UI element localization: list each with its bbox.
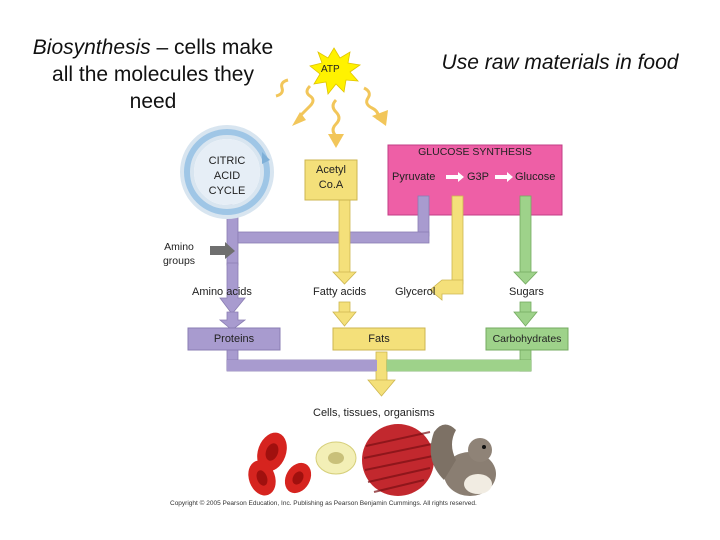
title-biosynthesis-rest: – cells make all the molecules they need bbox=[52, 36, 274, 113]
squirrel-icon bbox=[430, 424, 496, 496]
title-biosynthesis: Biosynthesis – cells make all the molecu… bbox=[28, 34, 278, 115]
acetyl-coa-label: Acetyl Co.A bbox=[305, 163, 357, 193]
cycle-line-2: ACID bbox=[213, 170, 241, 182]
amino-groups-label: Amino groups bbox=[158, 240, 200, 268]
proteins-box bbox=[187, 327, 281, 351]
copyright-notice: Copyright © 2005 Pearson Education, Inc.… bbox=[170, 500, 477, 507]
amino-groups-line-1: Amino bbox=[164, 241, 194, 253]
red-blood-cells-icon bbox=[248, 432, 312, 496]
cells-tissues-organisms-label: Cells, tissues, organisms bbox=[313, 407, 435, 419]
title-biosynthesis-italic: Biosynthesis bbox=[32, 36, 151, 59]
acetyl-coa-box bbox=[304, 159, 358, 201]
glycerol-label: Glycerol bbox=[395, 286, 436, 298]
fats-box bbox=[332, 327, 426, 351]
glucose-synthesis-arrows bbox=[446, 172, 513, 182]
g3p-label: G3P bbox=[467, 171, 490, 183]
muscle-tissue-icon bbox=[362, 424, 434, 496]
pyruvate-label: Pyruvate bbox=[392, 171, 436, 183]
acetyl-line-1: Acetyl bbox=[316, 164, 346, 176]
cycle-line-3: CYCLE bbox=[208, 185, 246, 197]
yellow-pathway bbox=[332, 195, 464, 397]
atp-burst bbox=[275, 47, 388, 148]
citric-acid-cycle-label: CITRIC ACID CYCLE bbox=[197, 154, 257, 199]
amino-groups-line-2: groups bbox=[162, 255, 196, 267]
sugars-label: Sugars bbox=[509, 286, 544, 298]
merge-bar-left bbox=[227, 360, 377, 371]
title-raw-materials: Use raw materials in food bbox=[441, 51, 679, 74]
glucose-synthesis-title: GLUCOSE SYNTHESIS bbox=[418, 146, 532, 158]
proteins-label: Proteins bbox=[213, 333, 255, 345]
amino-groups-arrow bbox=[210, 242, 235, 259]
merge-bar-right bbox=[387, 360, 531, 371]
fatty-acids-label: Fatty acids bbox=[313, 286, 367, 298]
acetyl-line-2: Co.A bbox=[318, 179, 344, 191]
white-blood-cell-icon bbox=[315, 441, 357, 475]
amino-acids-label: Amino acids bbox=[192, 286, 252, 298]
fats-label: Fats bbox=[368, 333, 390, 345]
atp-label: ATP bbox=[321, 64, 340, 75]
carbohydrates-box bbox=[485, 327, 569, 351]
cycle-line-1: CITRIC bbox=[208, 155, 246, 167]
citric-acid-cycle bbox=[180, 125, 274, 219]
glucose-synthesis-box bbox=[387, 144, 563, 216]
carbohydrates-label: Carbohydrates bbox=[492, 333, 562, 345]
glucose-label: Glucose bbox=[515, 171, 556, 183]
